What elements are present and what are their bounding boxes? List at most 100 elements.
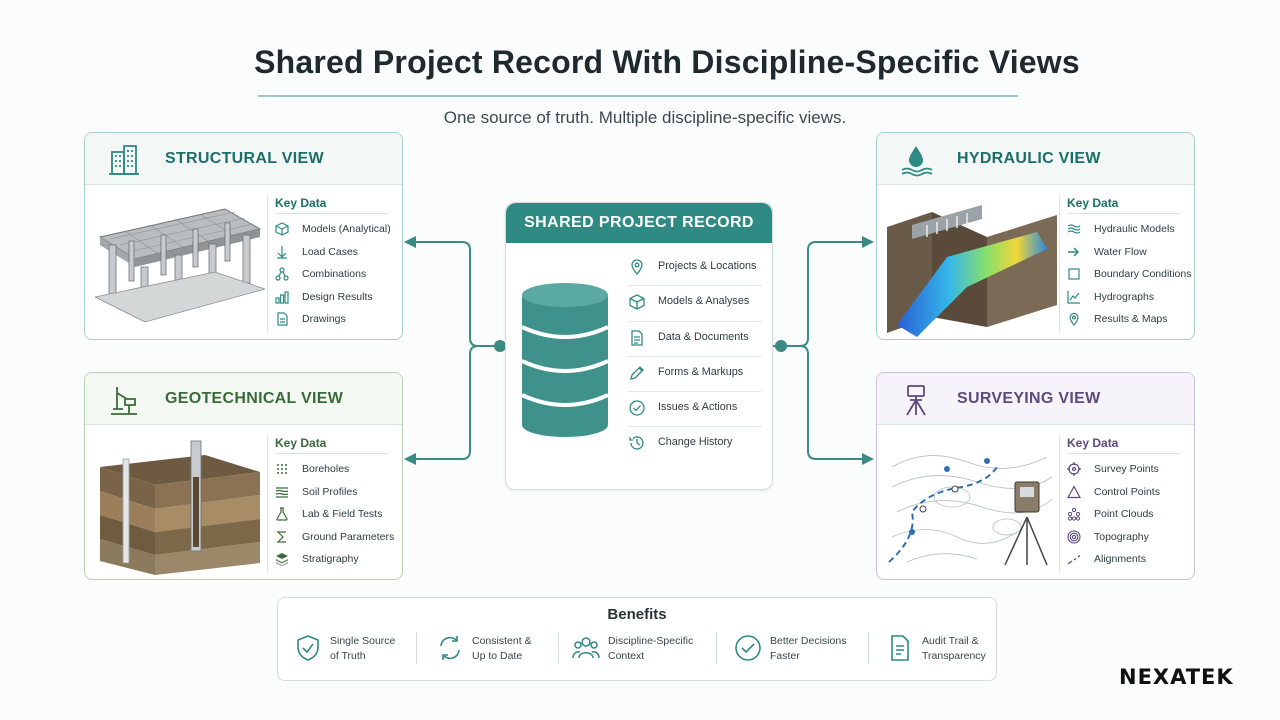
waves-icon bbox=[1067, 224, 1081, 234]
list-item: Topography bbox=[1067, 529, 1160, 552]
list-item: Combinations bbox=[275, 266, 391, 289]
history-icon bbox=[629, 436, 644, 451]
structural-key-data-list: Models (Analytical) Load Cases Combinati… bbox=[275, 221, 391, 334]
hydraulic-title: HYDRAULIC VIEW bbox=[957, 150, 1101, 167]
list-item: Models (Analytical) bbox=[275, 221, 391, 244]
list-item: Stratigraphy bbox=[275, 551, 394, 574]
total-station-icon bbox=[906, 385, 926, 416]
boundary-square-icon bbox=[1068, 268, 1080, 280]
hydraulic-key-data-label: Key Data bbox=[1067, 196, 1119, 210]
channel-flow-illustration bbox=[887, 205, 1057, 337]
list-item: Hydrographs bbox=[1067, 289, 1191, 312]
document-list-icon bbox=[891, 635, 909, 661]
list-item: Results & Maps bbox=[1067, 311, 1191, 334]
shield-check-icon bbox=[297, 635, 319, 661]
list-item: Ground Parameters bbox=[275, 529, 394, 552]
shared-record-list: Projects & Locations Models & Analyses D… bbox=[628, 251, 762, 463]
structural-key-data-label: Key Data bbox=[275, 196, 327, 210]
database-icon bbox=[521, 283, 609, 437]
dots-grid-icon bbox=[277, 464, 287, 474]
list-item: Drawings bbox=[275, 311, 391, 334]
users-icon bbox=[572, 637, 600, 659]
page-subtitle: One source of truth. Multiple discipline… bbox=[443, 108, 847, 127]
list-item: Survey Points bbox=[1067, 461, 1160, 484]
right-junction-dot bbox=[775, 340, 787, 352]
cube-icon bbox=[275, 222, 289, 236]
list-item: Forms & Markups bbox=[628, 357, 762, 393]
shared-record-title: SHARED PROJECT RECORD bbox=[524, 214, 754, 231]
benefit-item: Audit Trail &Transparency bbox=[886, 632, 996, 670]
hydraulic-header: HYDRAULIC VIEW bbox=[877, 133, 1194, 185]
surveying-view-card: SURVEYING VIEW Key Data Survey Points Co… bbox=[876, 372, 1195, 580]
pencil-icon bbox=[630, 365, 644, 380]
drilling-rig-icon bbox=[111, 387, 137, 415]
geotechnical-key-data-list: Boreholes Soil Profiles Lab & Field Test… bbox=[275, 461, 394, 574]
structural-header: STRUCTURAL VIEW bbox=[85, 133, 402, 185]
list-item: Boundary Conditions bbox=[1067, 266, 1191, 289]
cube-icon bbox=[629, 294, 645, 311]
document-icon bbox=[631, 329, 643, 346]
contour-icon bbox=[1067, 529, 1081, 544]
surveying-header: SURVEYING VIEW bbox=[877, 373, 1194, 425]
list-item: Change History bbox=[628, 427, 762, 462]
geotechnical-title: GEOTECHNICAL VIEW bbox=[165, 390, 344, 407]
document-icon bbox=[277, 312, 288, 326]
hydraulic-key-data-list: Hydraulic Models Water Flow Boundary Con… bbox=[1067, 221, 1191, 334]
alignment-icon bbox=[1067, 554, 1081, 565]
location-pin-icon bbox=[631, 259, 643, 276]
title-divider bbox=[258, 95, 1018, 97]
list-item: Projects & Locations bbox=[628, 251, 762, 287]
structural-title: STRUCTURAL VIEW bbox=[165, 150, 324, 167]
list-item: Hydraulic Models bbox=[1067, 221, 1191, 244]
list-item: Lab & Field Tests bbox=[275, 506, 394, 529]
nexatek-logo: NEXATEK bbox=[1119, 665, 1234, 689]
surveying-title: SURVEYING VIEW bbox=[957, 390, 1101, 407]
point-cloud-icon bbox=[1067, 507, 1081, 521]
structural-view-card: STRUCTURAL VIEW Key Data Models (Analyti… bbox=[84, 132, 403, 340]
list-item: Water Flow bbox=[1067, 244, 1191, 267]
soil-block-illustration bbox=[100, 440, 260, 575]
arrow-to-structural bbox=[404, 236, 416, 248]
check-circle-icon bbox=[629, 400, 645, 416]
sigma-icon bbox=[276, 530, 286, 543]
sync-icon bbox=[440, 636, 460, 660]
benefits-title: Benefits bbox=[607, 606, 667, 623]
surveying-key-data-label: Key Data bbox=[1067, 436, 1119, 450]
line-graph-icon bbox=[1067, 290, 1080, 304]
layers-profile-icon bbox=[275, 486, 289, 498]
list-item: Point Clouds bbox=[1067, 506, 1160, 529]
shared-project-record-card: SHARED PROJECT RECORD Projects & Locatio… bbox=[505, 202, 773, 490]
stacked-layers-icon bbox=[276, 553, 288, 566]
arrow-to-surveying bbox=[862, 453, 874, 465]
list-item: Design Results bbox=[275, 289, 391, 312]
list-item: Alignments bbox=[1067, 551, 1160, 574]
arrow-to-geotechnical bbox=[404, 453, 416, 465]
arrow-to-hydraulic bbox=[862, 236, 874, 248]
map-pin-icon bbox=[1069, 312, 1079, 326]
geotechnical-key-data-label: Key Data bbox=[275, 436, 327, 450]
page-title: Shared Project Record With Discipline-Sp… bbox=[254, 44, 1080, 80]
geotechnical-view-card: GEOTECHNICAL VIEW Key Data Boreholes Soi… bbox=[84, 372, 403, 580]
flask-icon bbox=[276, 507, 288, 521]
water-drop-icon bbox=[901, 146, 933, 177]
crosshair-icon bbox=[1067, 462, 1081, 476]
survey-map-illustration bbox=[888, 455, 1053, 566]
check-circle-icon bbox=[735, 635, 761, 661]
list-item: Soil Profiles bbox=[275, 484, 394, 507]
load-arrow-icon bbox=[277, 245, 287, 259]
list-item: Control Points bbox=[1067, 484, 1160, 507]
arrow-right-icon bbox=[1068, 246, 1080, 257]
list-item: Data & Documents bbox=[628, 322, 762, 357]
list-item: Issues & Actions bbox=[628, 392, 762, 428]
nodes-icon bbox=[275, 267, 289, 281]
bar-chart-icon bbox=[275, 290, 289, 304]
triangle-icon bbox=[1067, 484, 1081, 498]
geotechnical-header: GEOTECHNICAL VIEW bbox=[85, 373, 402, 425]
hydraulic-view-card: HYDRAULIC VIEW Key Data Hydraulic Models… bbox=[876, 132, 1195, 340]
surveying-key-data-list: Survey Points Control Points Point Cloud… bbox=[1067, 461, 1160, 574]
building-icon bbox=[109, 145, 139, 175]
